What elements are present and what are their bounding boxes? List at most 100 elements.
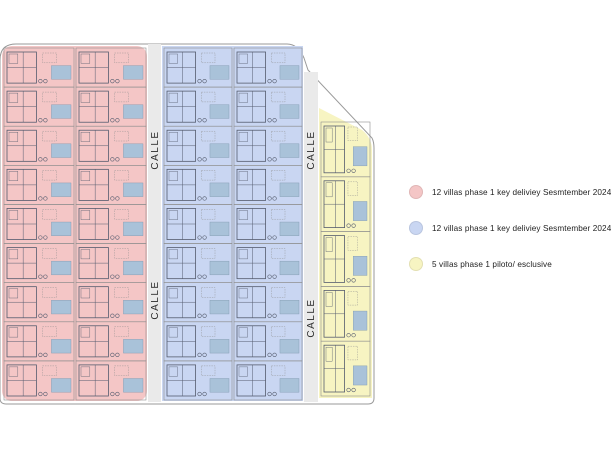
- parking-mark: [197, 196, 202, 201]
- villa-pool: [123, 378, 144, 393]
- villa-garden: [114, 91, 129, 103]
- villa-pool: [279, 300, 300, 315]
- parking-mark: [43, 196, 48, 201]
- parking-mark: [43, 391, 48, 397]
- villa-pool: [51, 260, 72, 276]
- legend-item-pink: 12 villas phase 1 key deliviey Sesmtembe…: [409, 185, 611, 199]
- villa-garden: [347, 346, 358, 361]
- parking-mark: [267, 157, 272, 162]
- parking-mark: [351, 278, 356, 283]
- villa-room: [325, 127, 333, 143]
- parking-mark: [110, 157, 115, 162]
- villa-garden: [271, 52, 286, 63]
- parking-mark: [110, 79, 115, 84]
- villa-room: [8, 288, 19, 299]
- villa-garden: [114, 52, 129, 63]
- parking-mark: [351, 168, 356, 173]
- villa-pool: [279, 339, 300, 354]
- villa-pool: [209, 260, 230, 276]
- parking-mark: [267, 196, 272, 201]
- blue-block: [162, 46, 303, 401]
- villa-pool: [209, 221, 230, 236]
- villa-garden: [201, 326, 216, 337]
- villa-room: [8, 92, 19, 103]
- legend-blue-dot: [409, 221, 423, 235]
- parking-mark: [115, 118, 120, 123]
- villa-room: [168, 210, 178, 220]
- parking-mark: [110, 391, 115, 397]
- parking-mark: [202, 118, 207, 123]
- parking-mark: [202, 274, 207, 279]
- villa-room: [168, 288, 178, 299]
- villa-pool: [123, 260, 144, 276]
- villa-pool: [279, 104, 300, 119]
- parking-mark: [272, 235, 277, 240]
- parking-mark: [197, 313, 202, 318]
- villa-pool: [51, 104, 72, 119]
- parking-mark: [197, 118, 202, 123]
- villa-garden: [42, 287, 57, 298]
- parking-mark: [110, 196, 115, 201]
- villa-plot: [163, 360, 233, 401]
- parking-mark: [272, 274, 277, 279]
- parking-mark: [115, 79, 120, 84]
- villa-garden: [42, 131, 57, 142]
- villa-room: [325, 182, 333, 198]
- parking-mark: [110, 313, 115, 318]
- villa-garden: [271, 287, 286, 298]
- parking-mark: [267, 313, 272, 318]
- villa-room: [238, 132, 248, 142]
- parking-mark: [197, 391, 202, 397]
- villa-garden: [42, 91, 57, 103]
- street-label: CALLE: [150, 280, 161, 319]
- legend-item-yellow: 5 villas phase 1 piloto/ esclusive: [409, 257, 600, 271]
- villa-garden: [271, 248, 286, 259]
- villa-garden: [114, 131, 129, 142]
- villa-garden: [271, 170, 286, 181]
- villa-room: [80, 210, 91, 220]
- villa-pool: [353, 256, 368, 276]
- villa-room: [168, 132, 178, 142]
- villa-garden: [114, 209, 129, 220]
- parking-mark: [38, 118, 43, 123]
- parking-mark: [272, 196, 277, 201]
- parking-mark: [272, 313, 277, 318]
- parking-mark: [38, 235, 43, 240]
- villa-pool: [123, 65, 144, 80]
- villa-pool: [51, 300, 72, 315]
- villa-pool: [51, 65, 72, 80]
- villa-garden: [114, 248, 129, 259]
- villa-room: [168, 53, 178, 64]
- villa-pool: [279, 221, 300, 236]
- parking-mark: [272, 157, 277, 162]
- parking-mark: [272, 352, 277, 357]
- villa-room: [238, 288, 248, 299]
- villa-garden: [347, 236, 358, 251]
- parking-mark: [197, 235, 202, 240]
- villa-garden: [114, 326, 129, 337]
- villa-garden: [271, 91, 286, 103]
- villa-garden: [271, 326, 286, 337]
- villa-pool: [123, 182, 144, 197]
- parking-mark: [197, 274, 202, 279]
- parking-mark: [346, 387, 351, 393]
- villa-pool: [51, 221, 72, 236]
- street-label: CALLE: [306, 130, 317, 169]
- villa-pool: [51, 378, 72, 393]
- villa-room: [80, 366, 91, 377]
- villa-pool: [123, 221, 144, 236]
- villa-room: [80, 249, 91, 260]
- villa-room: [238, 249, 248, 260]
- villa-room: [80, 53, 91, 64]
- villa-pool: [123, 143, 144, 158]
- villa-room: [238, 53, 248, 64]
- villa-plots: [3, 47, 371, 401]
- villa-room: [80, 171, 91, 181]
- villa-room: [80, 327, 91, 338]
- parking-mark: [197, 157, 202, 162]
- villa-pool: [209, 65, 230, 80]
- parking-mark: [267, 352, 272, 357]
- villa-room: [168, 327, 178, 338]
- villa-pool: [209, 378, 230, 393]
